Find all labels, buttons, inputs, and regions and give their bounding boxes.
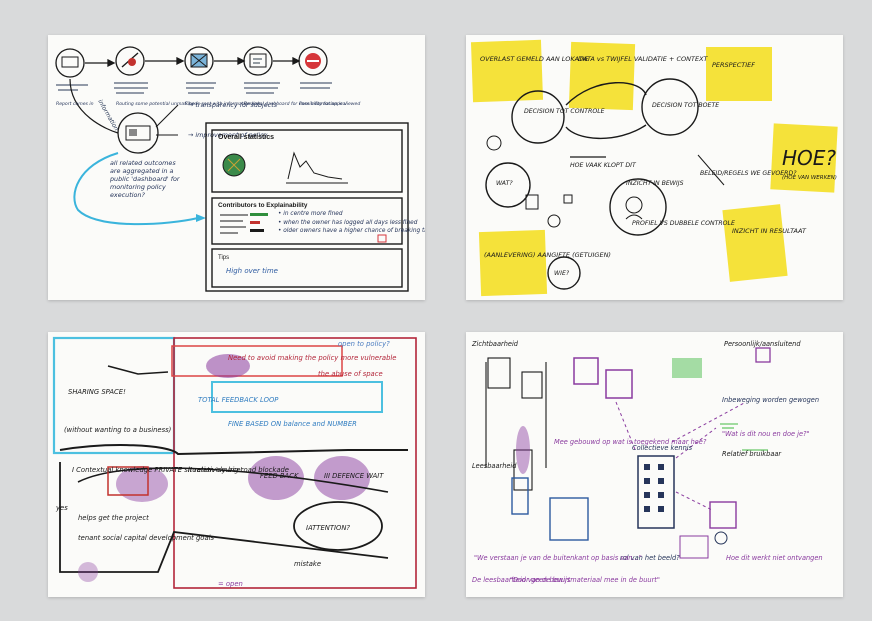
main-question-text: all related outcomes are aggregated in a… [109,159,182,199]
sticky-overlast: OVERLAST GEMELD AAN LOKATIE [480,55,589,63]
flow-step-caption: Routing some potential unmatched [116,101,197,107]
sketch-sheet-feedback-loop: open to policy? Need to avoid making the… [48,332,425,597]
panel-subtitle: Contributors to Explainability [218,202,308,209]
sticky-hoe-sub: (HOE VAN WERKEN) [782,175,837,181]
sticky-inzicht: INZICHT IN RESULTAAT [732,227,807,235]
flow-step-caption: Possibility for appeal [299,101,347,107]
panel-title: Overall statistics [218,134,274,141]
sticky-hoe: HOE? [782,146,836,170]
flow-step-caption: Personal dashboard for case information … [244,101,360,107]
feedback-loop-drawing: open to policy? Need to avoid making the… [52,336,417,589]
flow-step-caption: Fine is sent with information link [185,101,260,107]
explainability-bullets: • in centre more fined • when the owner … [278,211,425,234]
footer-label: Tips [218,255,229,261]
concept-map-drawing: Zichtbaarheid Persoonlijk/aansluitend Le… [471,340,825,584]
sticky-data: DATA vs TWIJFEL VALIDATIE + CONTEXT [578,55,709,63]
flow-dashboard-drawing: information all related outcomes are agg… [55,46,425,292]
sketch-sheet-flow-dashboard: information all related outcomes are agg… [48,35,425,300]
sticky-notes-drawing: OVERLAST GEMELD AAN LOKATIE DATA vs TWIJ… [470,39,838,297]
sketch-sheet-concept-map: Zichtbaarheid Persoonlijk/aansluitend Le… [466,332,843,597]
sheet3-notes: open to policy? Need to avoid making the… [55,340,399,588]
sticky-perspectief: PERSPECTIEF [712,61,755,69]
sheet2-notes: DECISION TOT CONTROLE DECISION TOT BOETE… [496,102,798,277]
sketch-sheet-sticky-notes: OVERLAST GEMELD AAN LOKATIE DATA vs TWIJ… [466,35,843,300]
flow-step-caption: Report comes in [56,101,94,107]
transparency-note: → transparency for subjects [188,101,278,109]
sheet4-notes: Zichtbaarheid Persoonlijk/aansluitend Le… [471,340,825,584]
sticky-aangifte: (AANLEVERING) AANGIFTE (GETUIGEN) [484,251,611,259]
policy-note: → improvement of policy [188,131,268,139]
footer-text: High over time [226,267,278,275]
